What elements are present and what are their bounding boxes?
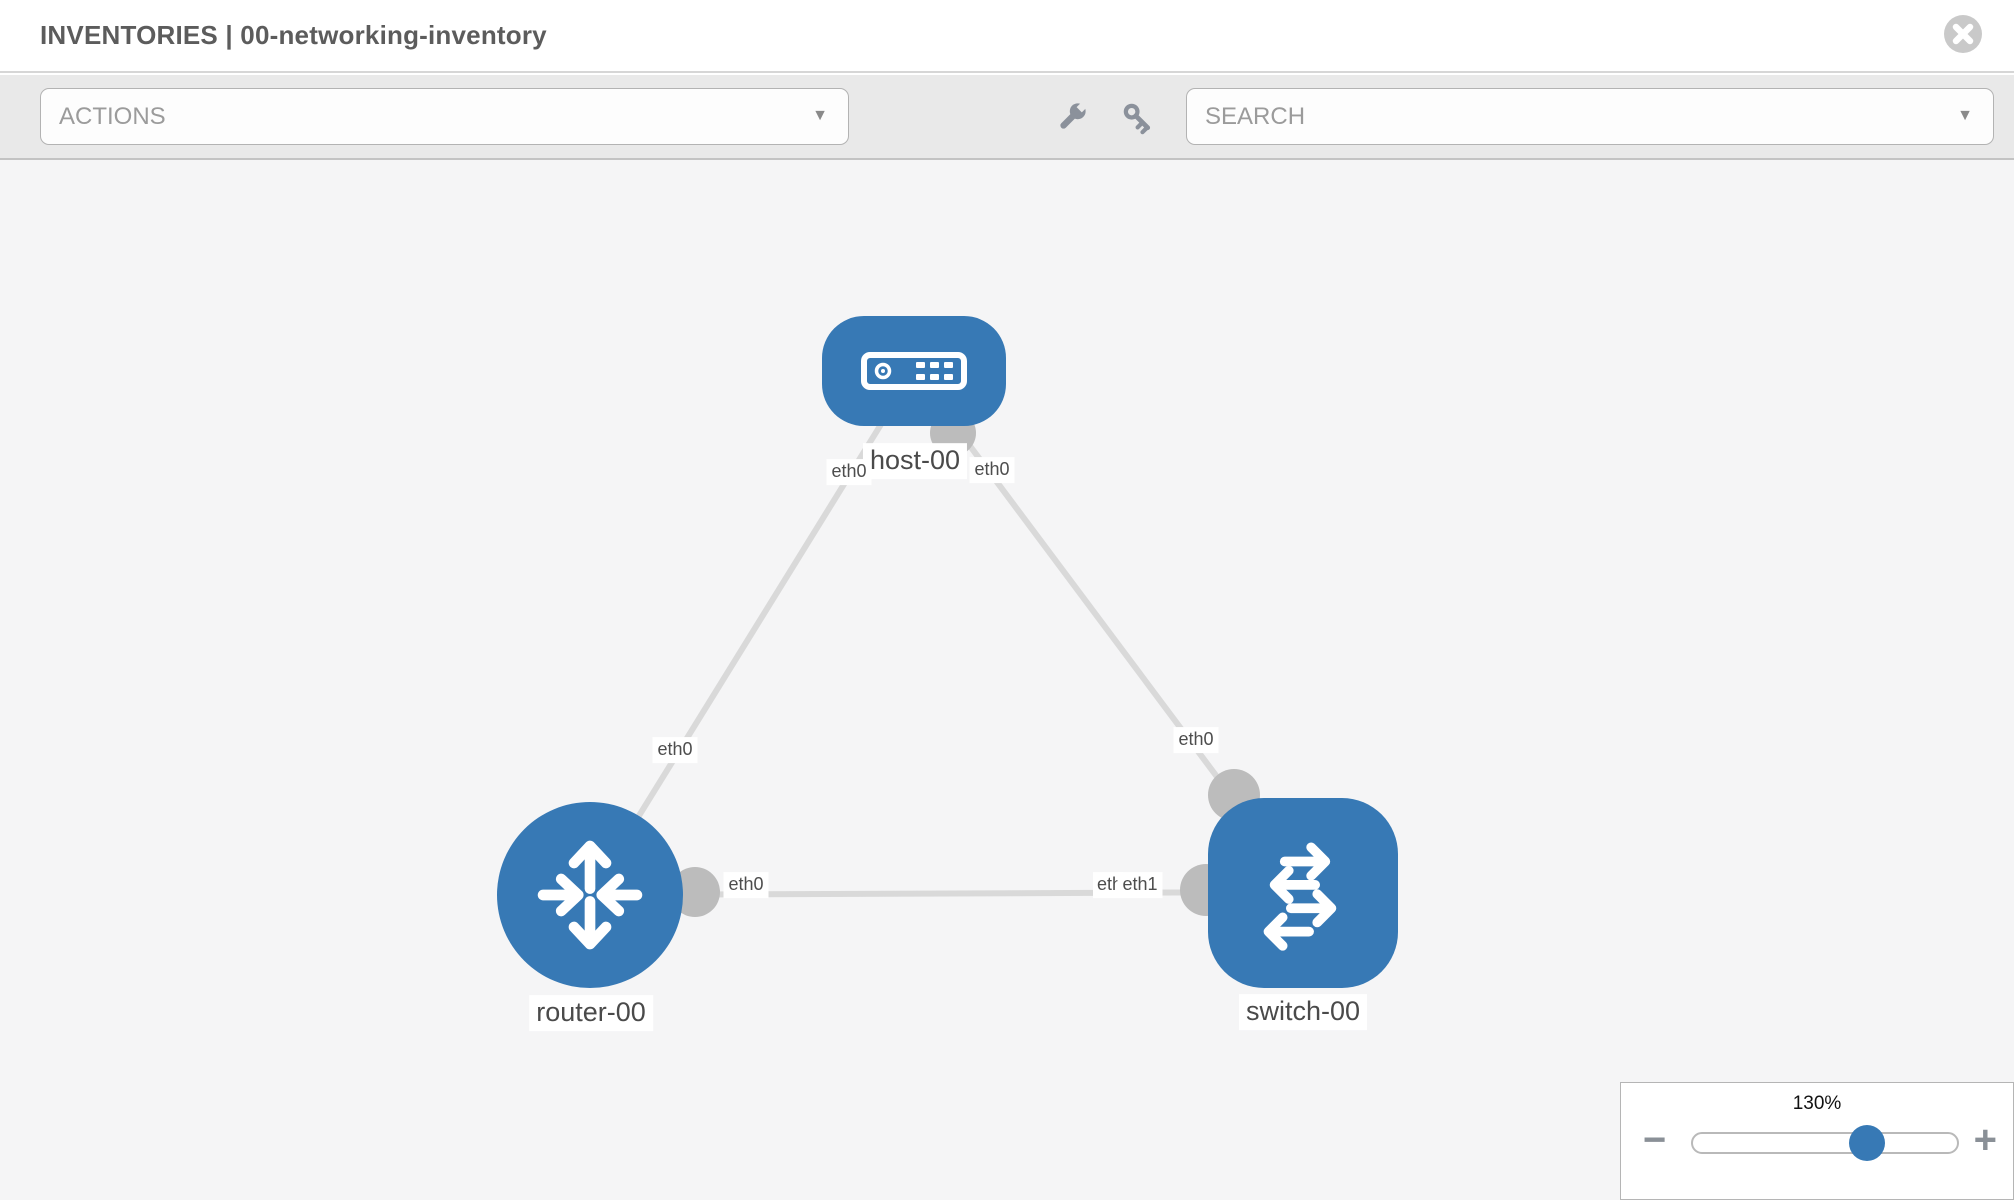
header: INVENTORIES | 00-networking-inventory xyxy=(0,0,2014,73)
zoom-in-button[interactable]: + xyxy=(1973,1118,1997,1162)
node-host-00[interactable] xyxy=(822,316,1006,426)
iface-label-switch-to-host: eth0 xyxy=(1173,727,1219,753)
topology-canvas[interactable]: host-00 router-00 switch-00 eth0 eth0 et… xyxy=(0,160,2014,1200)
key-icon[interactable] xyxy=(1119,99,1157,137)
iface-label-host-to-switch: eth0 xyxy=(969,457,1015,483)
actions-dropdown-label: ACTIONS xyxy=(59,103,166,130)
router-arrows-icon xyxy=(537,840,643,950)
page-title: INVENTORIES | 00-networking-inventory xyxy=(40,20,547,50)
link-host-router[interactable] xyxy=(587,369,917,897)
node-label-router: router-00 xyxy=(529,995,653,1031)
node-switch-00[interactable] xyxy=(1208,798,1398,988)
switch-arrows-icon xyxy=(1263,842,1337,951)
node-label-switch: switch-00 xyxy=(1238,994,1368,1030)
close-icon xyxy=(1944,15,1982,53)
zoom-slider-thumb[interactable] xyxy=(1849,1125,1885,1161)
close-button[interactable] xyxy=(1942,13,1984,55)
iface-label-host-to-router: eth0 xyxy=(826,459,872,485)
node-router-00[interactable] xyxy=(497,802,683,988)
zoom-slider-track[interactable] xyxy=(1691,1125,1959,1161)
chevron-down-icon: ▼ xyxy=(812,107,828,124)
iface-label-router-to-switch: eth0 xyxy=(723,872,769,898)
toolbar: ACTIONS ▼ SEARCH ▼ xyxy=(0,75,2014,160)
server-icon xyxy=(861,352,967,390)
search-dropdown-label: SEARCH xyxy=(1205,103,1306,130)
zoom-out-button[interactable]: − xyxy=(1643,1118,1667,1162)
wrench-icon[interactable] xyxy=(1052,99,1090,137)
search-dropdown[interactable]: SEARCH ▼ xyxy=(1186,88,1994,145)
node-label-host: host-00 xyxy=(862,443,968,479)
zoom-control: 130% − + xyxy=(1620,1082,2014,1200)
zoom-percentage: 130% xyxy=(1792,1093,1842,1114)
topology-edges xyxy=(587,369,1306,917)
iface-label-router-to-host: eth0 xyxy=(652,737,698,763)
chevron-down-icon: ▼ xyxy=(1957,107,1973,124)
actions-dropdown[interactable]: ACTIONS ▼ xyxy=(40,88,849,145)
iface-label-switch-to-router: eth1 xyxy=(1117,872,1163,898)
